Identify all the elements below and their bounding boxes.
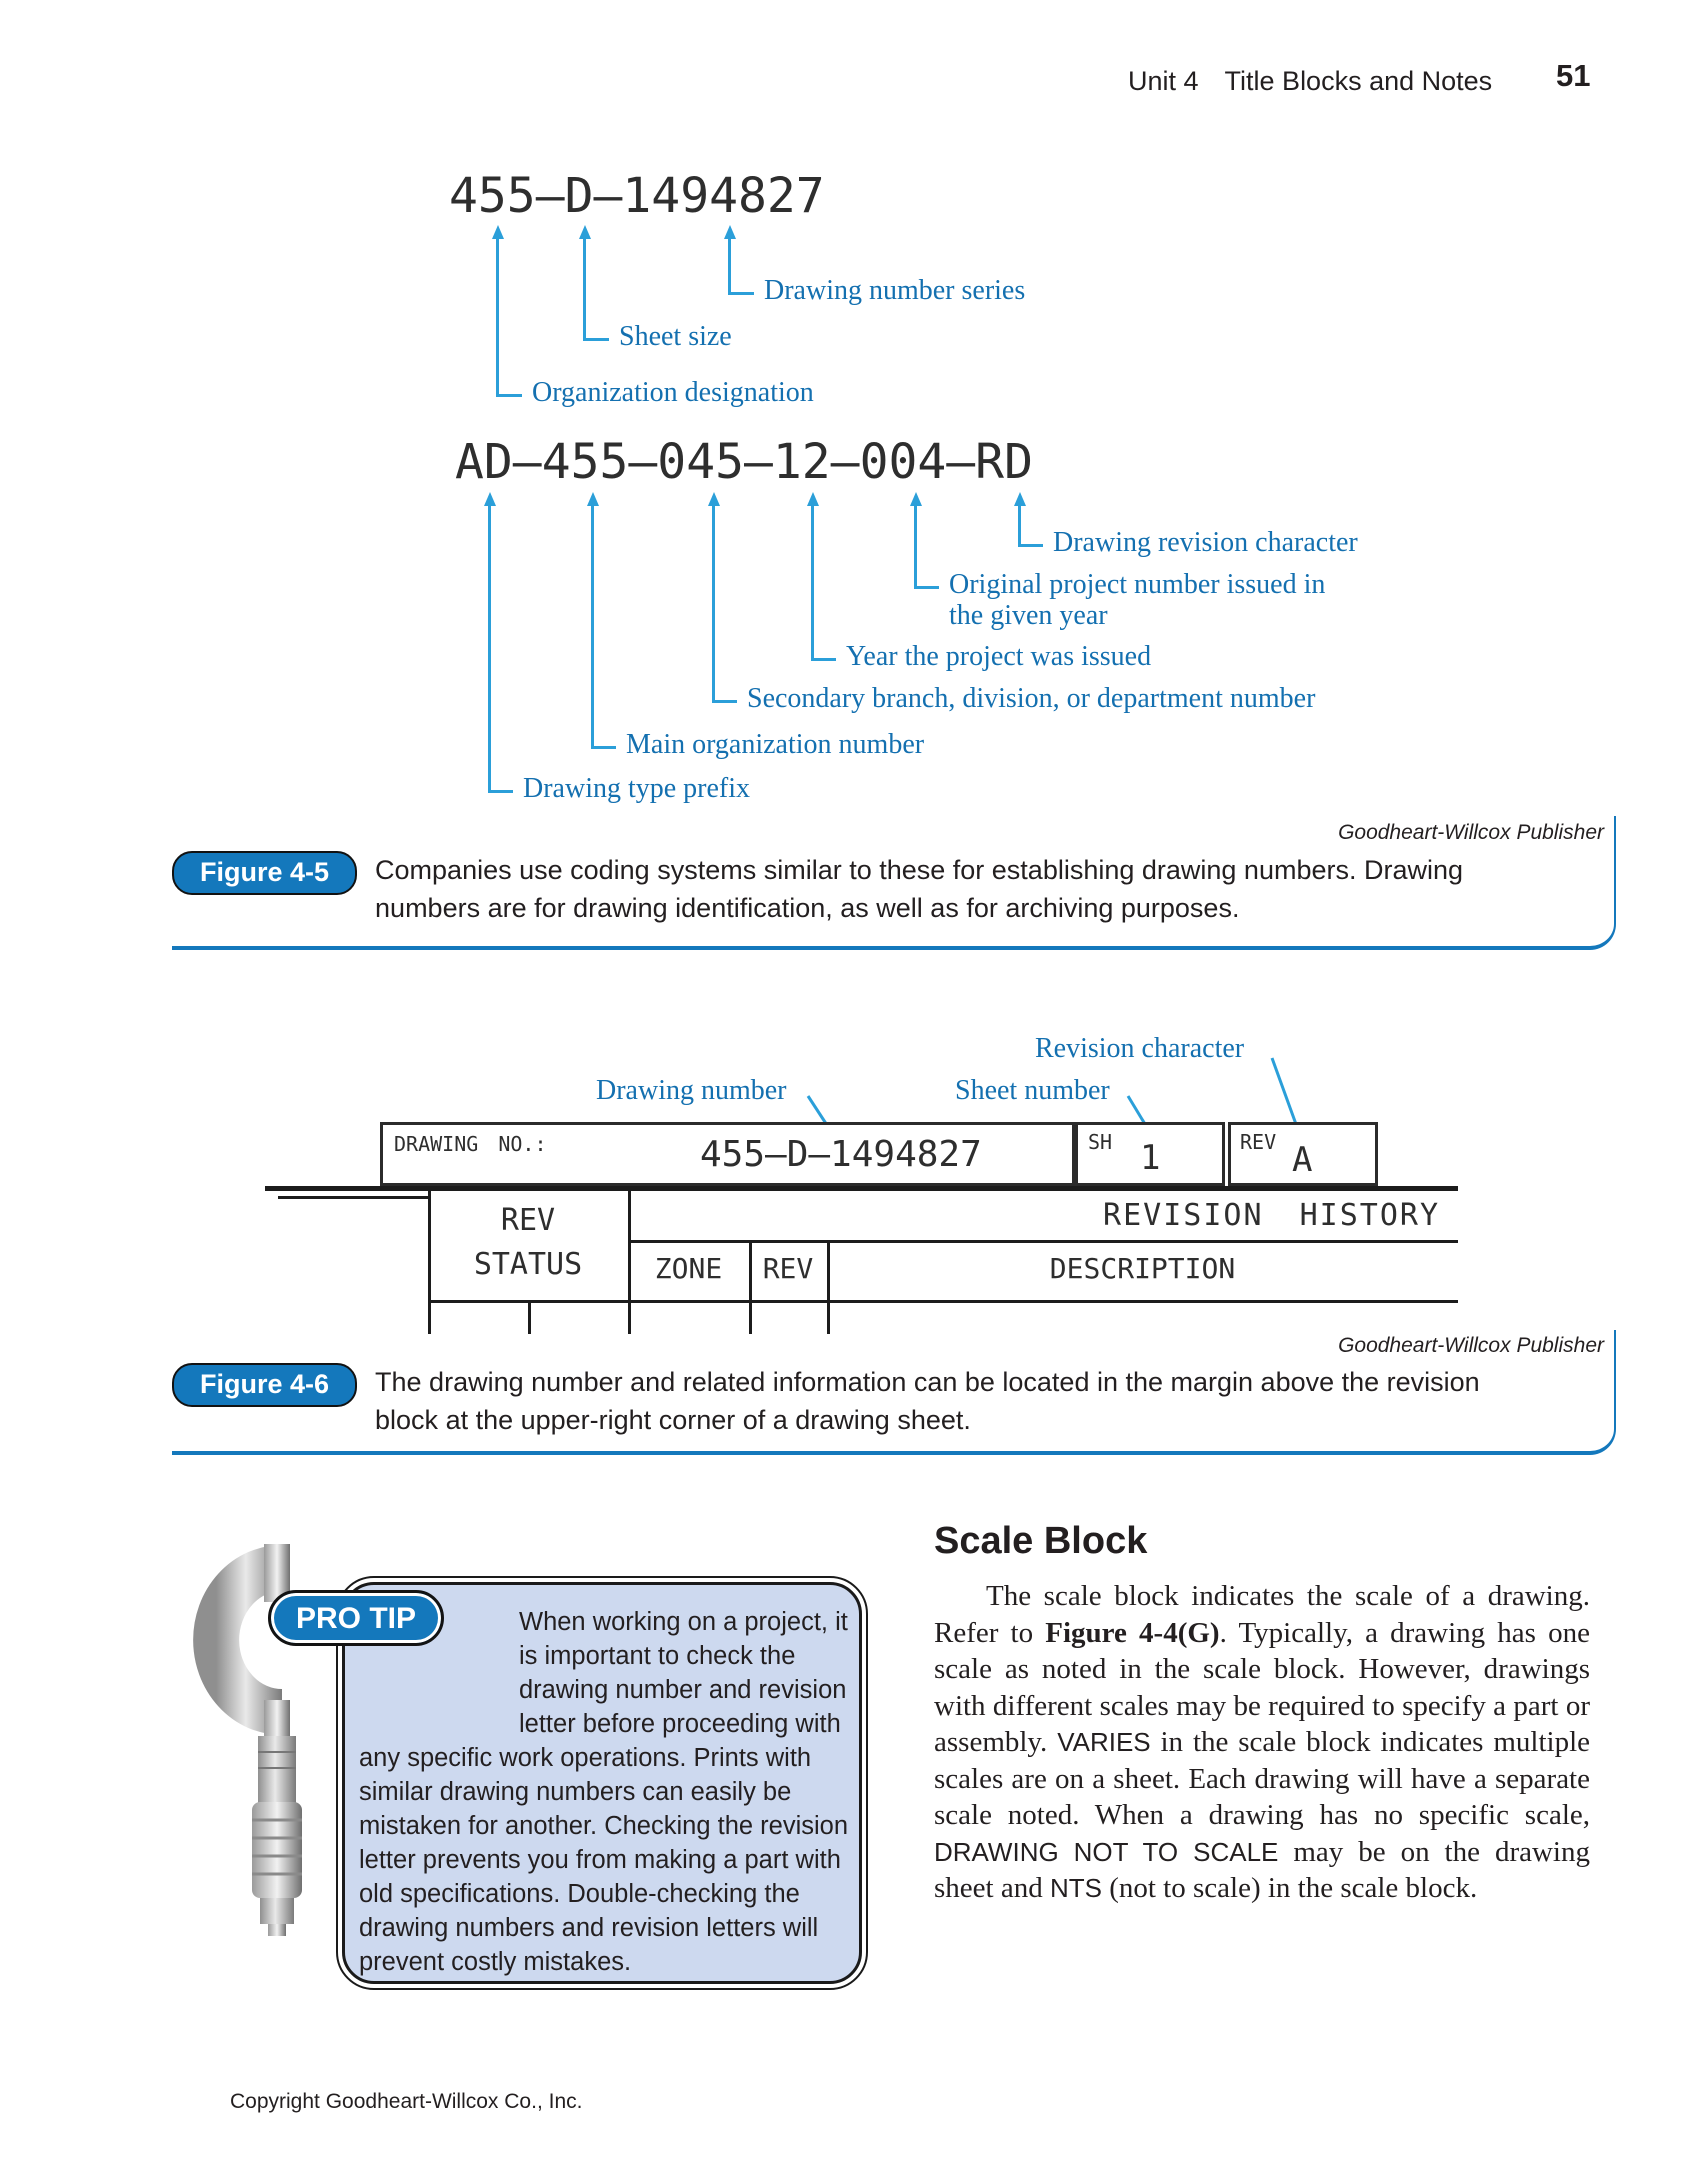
zone-label: ZONE [654,1252,723,1285]
drawing-not-to-scale-term: DRAWING NOT TO SCALE [934,1836,1279,1867]
zone-rev-divider [749,1240,752,1334]
figure46-caption-box: Goodheart-Willcox Publisher Figure 4-6 T… [172,1330,1616,1455]
arrow-up-sheet-size [578,225,591,341]
elbow-main-org [591,746,616,749]
drawing-no-cell [380,1122,1075,1186]
label-organization-designation: Organization designation [532,377,814,408]
protip-text: When working on a project, it is importa… [359,1605,859,1979]
sheet-cell [1075,1122,1225,1186]
protip-badge: PRO TIP [268,1590,444,1646]
arrow-up-number-series [723,225,736,295]
rev-description-divider [827,1240,830,1334]
figure46-caption: Figure 4-6 The drawing number and relate… [172,1363,1492,1439]
elbow-secondary-branch [712,700,737,703]
protip-box-outer: When working on a project, it is importa… [336,1576,868,1990]
scale-text-5: (not to scale) in the scale block. [1101,1872,1478,1904]
scale-text-2: . Typically, a drawing has one scale as … [934,1616,1590,1759]
figure46-badge: Figure 4-6 [172,1363,358,1407]
label-year-issued: Year the project was issued [846,641,1152,672]
revision-history-label: REVISION HISTORY [1103,1198,1440,1233]
elbow-organization [496,394,522,397]
revstatus-right-border [628,1189,631,1334]
revstatus-left-border [428,1189,431,1334]
description-label: DESCRIPTION [1049,1252,1236,1285]
arrow-up-revision-character [1013,492,1026,547]
drawing-no-label: DRAWING NO.: [394,1132,547,1156]
figure45-badge: Figure 4-5 [172,851,358,895]
callout-revision-character: Revision character [1035,1033,1245,1064]
arrow-up-organization [491,225,504,397]
arrow-up-original-project [909,492,922,589]
scale-block-paragraph: The scale block indicates the scale of a… [934,1578,1590,1907]
elbow-type-prefix [488,790,513,793]
figure-4-4g-reference: Figure 4-4(G) [1045,1616,1220,1649]
figure45-caption-box: Goodheart-Willcox Publisher Figure 4-5 C… [172,816,1616,950]
label-sheet-size: Sheet size [619,321,732,352]
figure45-credit: Goodheart-Willcox Publisher [1338,821,1604,844]
sh-label: SH [1088,1130,1113,1154]
figure46-credit: Goodheart-Willcox Publisher [1338,1334,1604,1357]
rev-status-line2: STATUS [473,1247,583,1282]
sheet-margin-line [265,1186,1458,1191]
arrow-up-year-issued [806,492,819,661]
micrometer-image [193,1544,302,1936]
revstatus-column-tick [528,1300,531,1334]
label-drawing-type-prefix: Drawing type prefix [523,773,751,804]
elbow-original-project [914,586,939,589]
rev-label: REV [1240,1130,1277,1154]
drawing-no-value: 455–D–1494827 [700,1134,982,1175]
elbow-revision-character [1018,544,1043,547]
scale-text-3: in the scale block indicates multiple sc… [934,1726,1591,1831]
label-secondary-branch: Secondary branch, division, or departmen… [747,683,1316,714]
label-main-organization-number: Main organization number [626,729,925,760]
drawing-number-example-1: 455–D–1494827 [449,168,825,224]
protip-box: When working on a project, it is importa… [342,1582,862,1984]
scale-block-heading: Scale Block [934,1520,1148,1562]
page-number: 51 [1556,58,1591,93]
scale-text-4: may be on the drawing sheet and [934,1835,1590,1905]
scale-text-1: The scale block indicates the scale of a… [934,1580,1590,1649]
elbow-sheet-size [583,338,609,341]
arrow-up-main-org [586,492,599,749]
unit-label: Unit 4 [1128,66,1199,96]
figure45-caption: Figure 4-5 Companies use coding systems … [172,851,1492,927]
arrow-up-type-prefix [483,492,496,793]
arrow-up-secondary-branch [707,492,720,703]
label-drawing-revision-character: Drawing revision character [1053,527,1358,558]
figure45-caption-text: Companies use coding systems similar to … [375,855,1464,923]
zone-rev-label: REV [762,1252,814,1285]
drawing-number-example-2: AD–455–045–12–004–RD [455,434,1033,490]
elbow-number-series [728,292,754,295]
callout-drawing-number: Drawing number [596,1075,787,1106]
revision-history-divider [628,1240,1458,1243]
nts-term: NTS [1049,1873,1102,1903]
rev-value: A [1292,1140,1313,1180]
chapter-title: Title Blocks and Notes [1224,66,1493,96]
left-stub-line [278,1196,428,1199]
rev-status-line1: REV [500,1203,556,1238]
copyright-footer: Copyright Goodheart-Willcox Co., Inc. [230,2090,583,2113]
rev-cell [1228,1122,1378,1186]
varies-term: VARIES [1057,1727,1151,1757]
figure46-caption-text: The drawing number and related informati… [375,1367,1480,1435]
label-original-project-number: Original project number issued in the gi… [949,569,1326,631]
label-drawing-number-series: Drawing number series [764,275,1026,306]
elbow-year-issued [811,658,836,661]
sh-value: 1 [1140,1138,1161,1178]
running-head: Unit 4 Title Blocks and Notes [1128,66,1492,97]
callout-sheet-number: Sheet number [955,1075,1110,1106]
revision-block-bottom-line [428,1300,1458,1303]
